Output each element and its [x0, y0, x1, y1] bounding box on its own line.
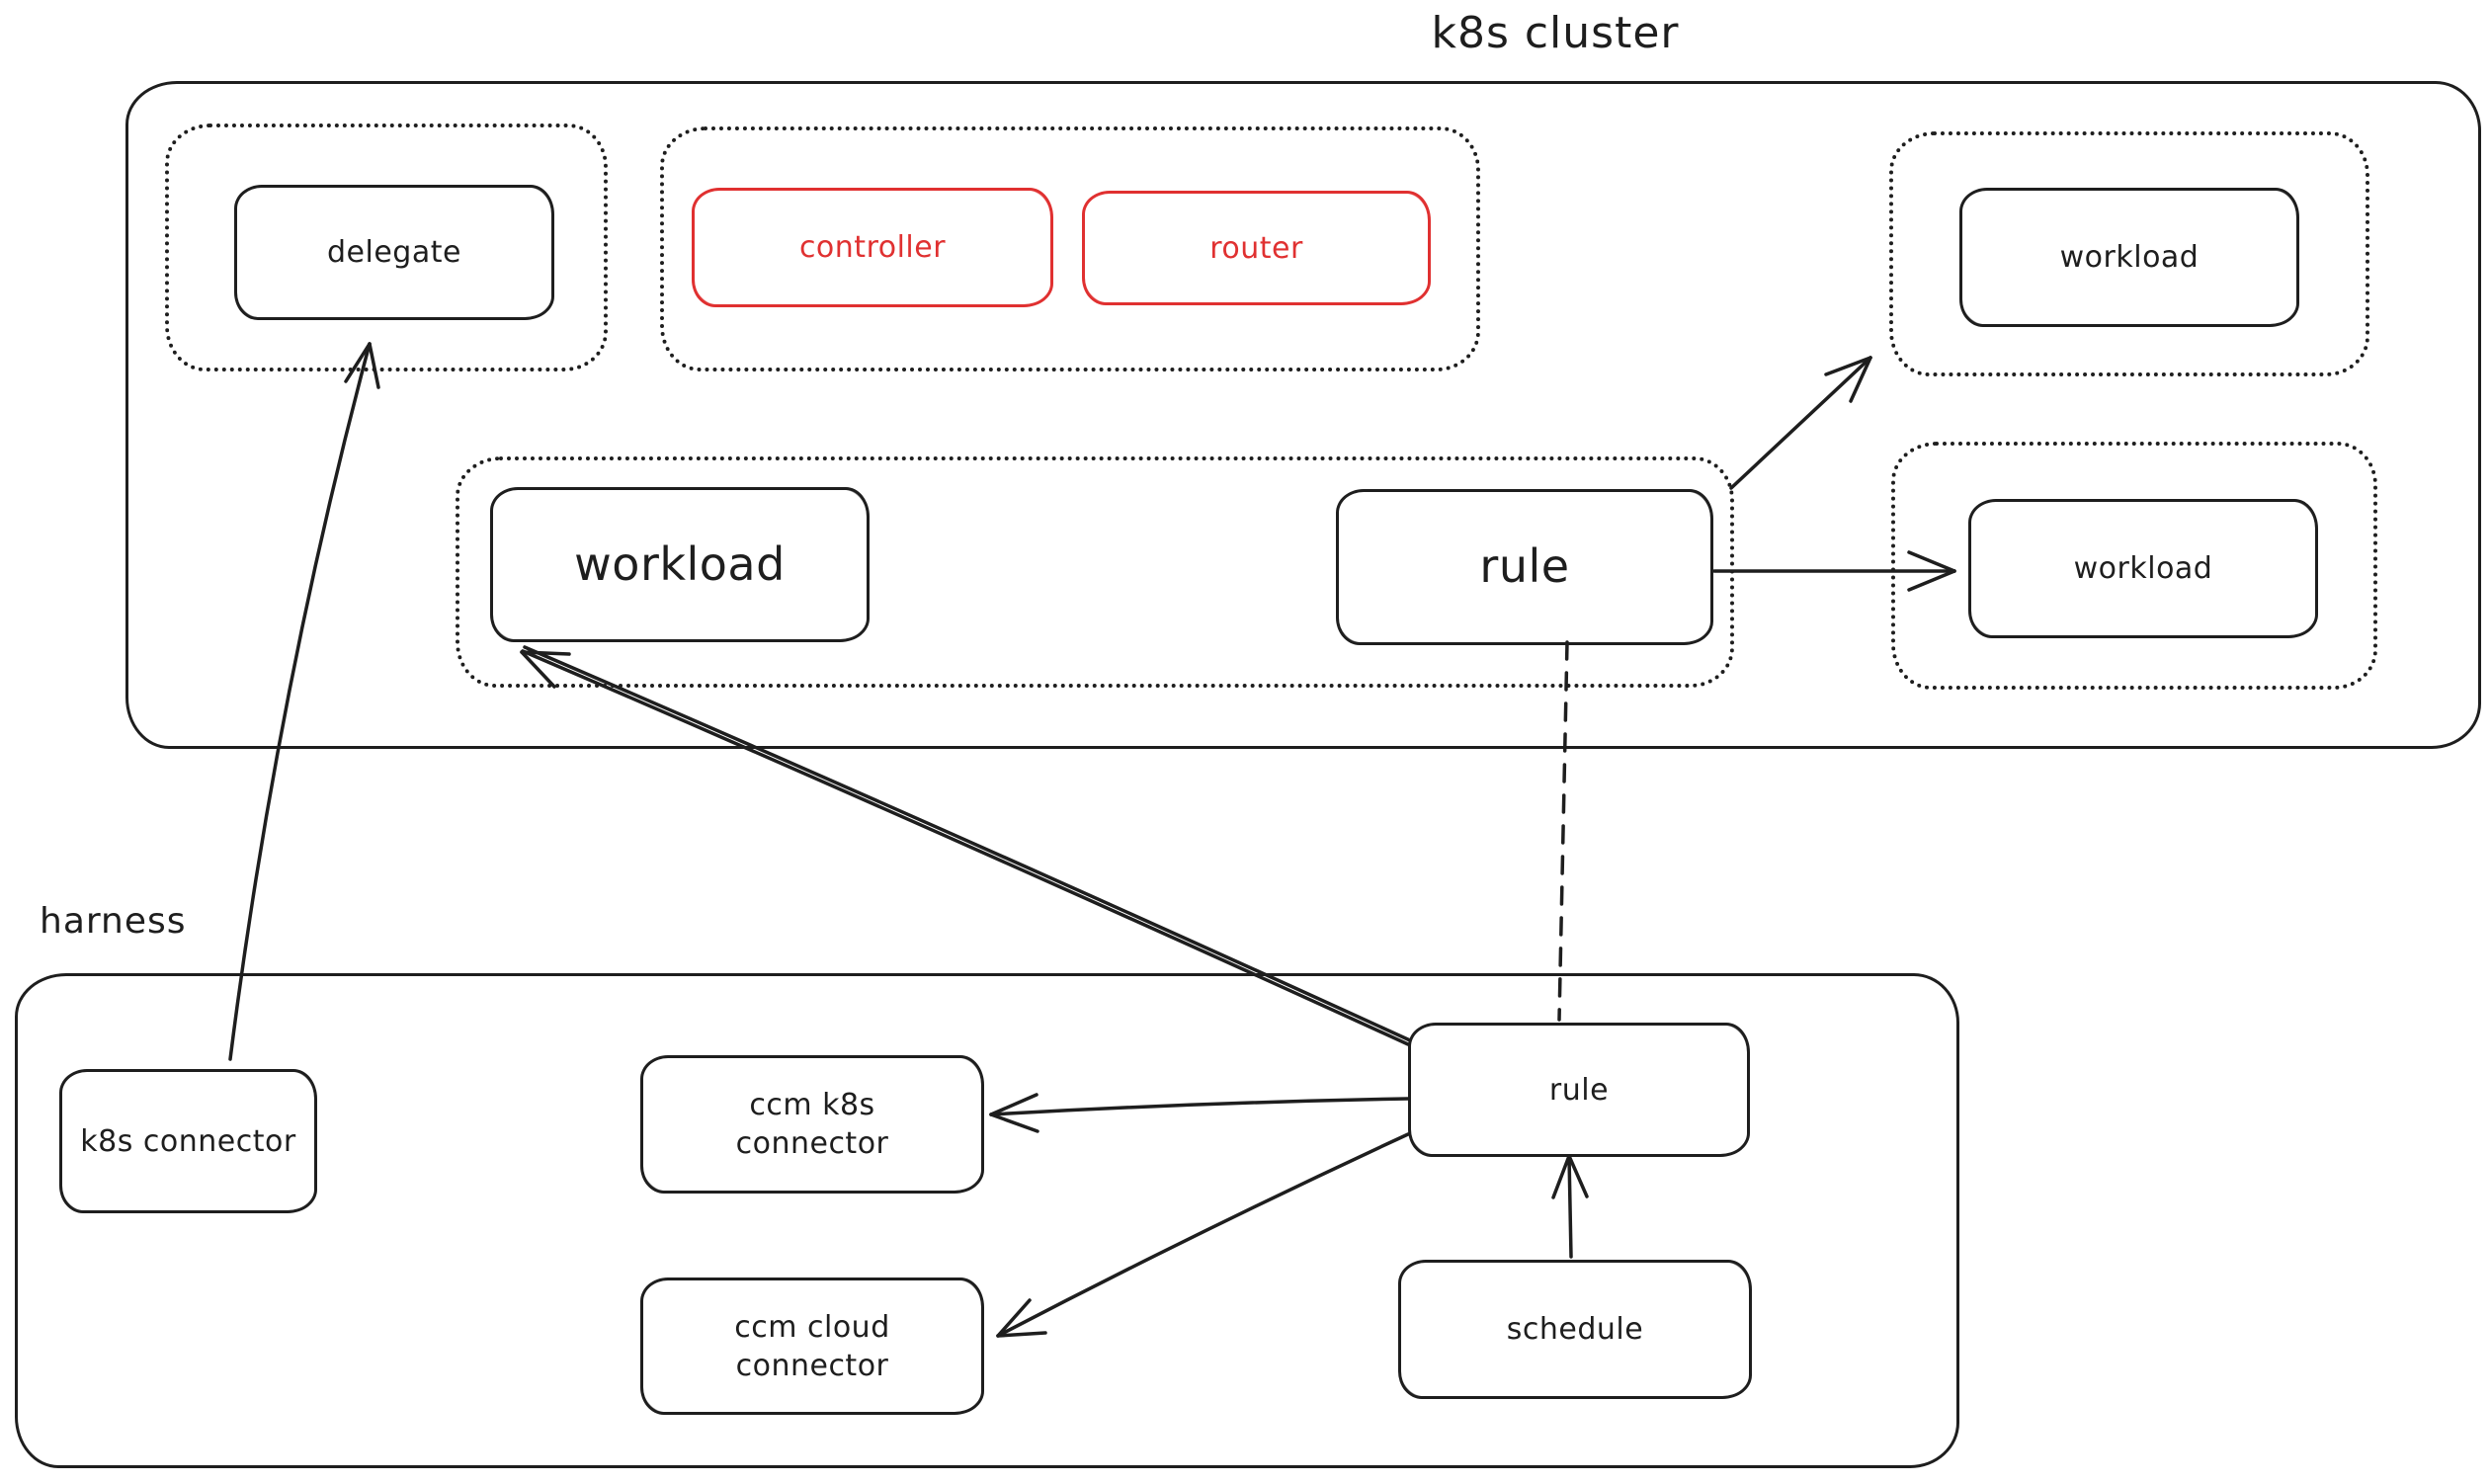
workload-right-group [1891, 442, 2377, 690]
router-label: router [1209, 230, 1303, 266]
schedule-label: schedule [1506, 1312, 1644, 1347]
controller-node: controller [692, 188, 1053, 307]
delegate-group [165, 124, 608, 371]
arrow-schedule-to-rule [1551, 1154, 1589, 1259]
schedule-node: schedule [1398, 1260, 1752, 1399]
router-node: router [1082, 191, 1431, 305]
ccm-k8s-connector-label: ccm k8s connector [735, 1088, 889, 1161]
rule-harness-label: rule [1548, 1072, 1610, 1108]
controller-label: controller [798, 230, 947, 265]
workload-top-node: workload [1959, 188, 2299, 327]
arrow-k8s-connector-to-delegate [228, 342, 380, 1061]
arrow-rule-to-ccm-cloud-connector [996, 1132, 1410, 1338]
arrow-rule-to-workload-right [1712, 550, 1956, 592]
link-rule-to-rule-dashed [1557, 640, 1569, 1022]
k8s-cluster-title: k8s cluster [1431, 8, 1680, 58]
workload-right-label: workload [2073, 551, 2213, 586]
harness-box [15, 973, 1959, 1468]
arrow-rule-to-workload-main [520, 645, 1412, 1046]
workload-main-node: workload [490, 487, 870, 642]
ccm-cloud-connector-label: ccm cloud connector [734, 1309, 890, 1383]
workload-top-label: workload [2059, 240, 2200, 275]
arrow-rule-to-workload-top [1729, 356, 1872, 490]
delegate-node: delegate [234, 185, 554, 320]
ccm-cloud-connector-node: ccm cloud connector [640, 1278, 984, 1415]
arrow-rule-to-ccm-k8s-connector [989, 1093, 1410, 1133]
rule-cluster-label: rule [1479, 539, 1570, 594]
workload-top-group [1889, 131, 2369, 376]
workload-right-node: workload [1968, 499, 2318, 638]
k8s-connector-label: k8s connector [80, 1123, 296, 1159]
delegate-label: delegate [327, 235, 461, 270]
workload-main-label: workload [574, 536, 786, 591]
harness-title: harness [40, 901, 187, 942]
ccm-k8s-connector-node: ccm k8s connector [640, 1055, 984, 1194]
k8s-cluster-box [125, 81, 2481, 749]
rule-cluster-node: rule [1336, 489, 1713, 645]
k8s-connector-node: k8s connector [59, 1069, 317, 1213]
rule-harness-node: rule [1408, 1023, 1750, 1157]
controller-router-group [660, 126, 1480, 371]
